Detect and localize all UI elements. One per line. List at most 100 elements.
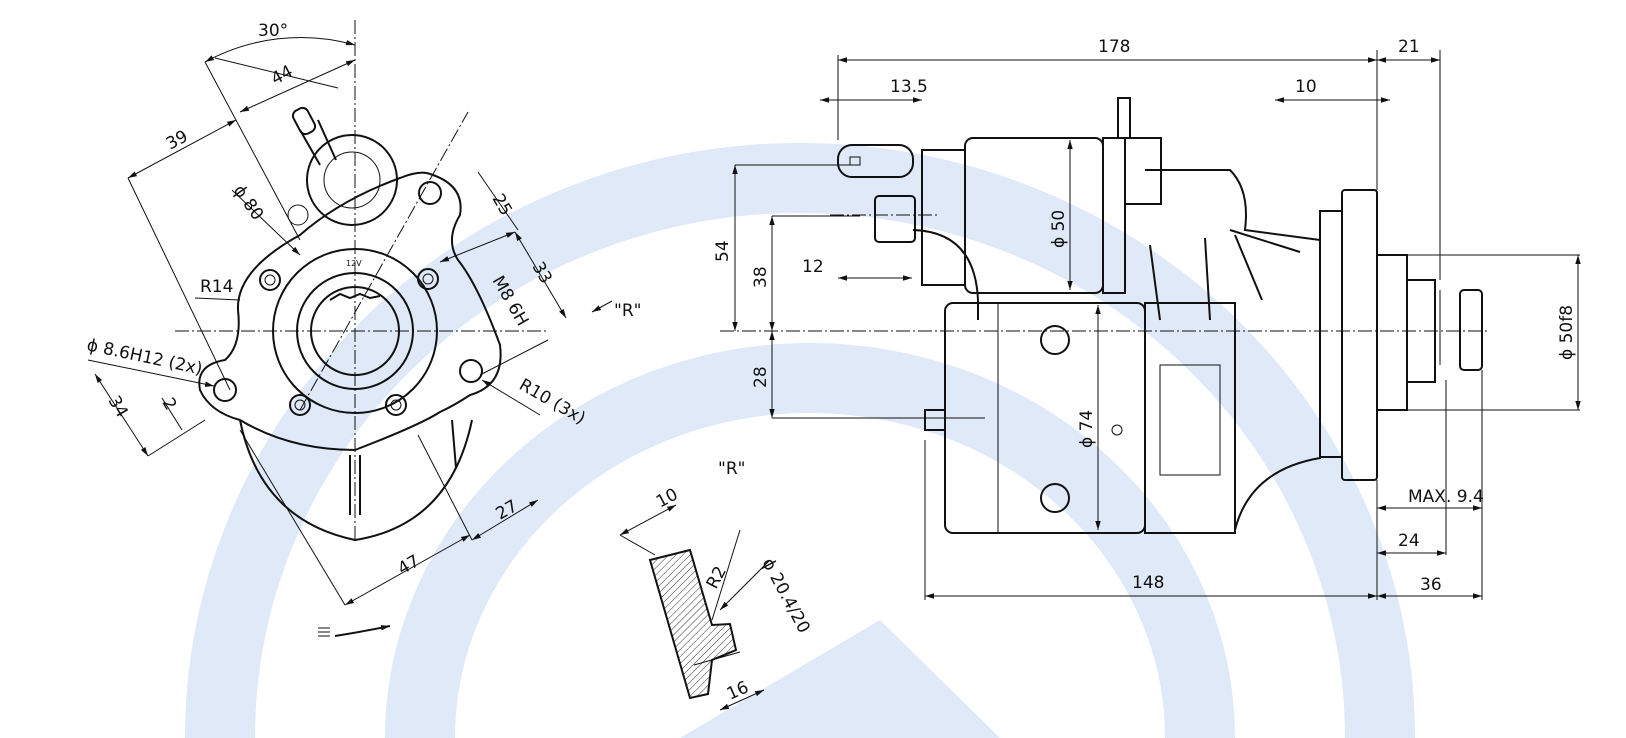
terminal-stud [1117, 97, 1131, 139]
dim-max94: MAX. 9.4 [1408, 487, 1484, 507]
angled-centerline [299, 111, 469, 411]
extension-line [417, 434, 473, 541]
mounting-flange [198, 171, 502, 452]
drive-housing [1145, 169, 1321, 531]
housing-rib [1234, 234, 1263, 301]
bolt-hole-inner [422, 273, 434, 285]
motor-terminal [924, 409, 946, 431]
bolt-hole [385, 394, 407, 416]
screw-icon [1040, 325, 1070, 355]
dim-line-27 [471, 499, 539, 541]
terminal-post [291, 106, 317, 136]
dim-line-2 [161, 397, 183, 431]
housing-rib [1229, 229, 1301, 253]
dim-10: 10 [1295, 77, 1317, 97]
solenoid-body [306, 134, 398, 226]
front-view-dimensions [87, 37, 567, 606]
terminal-nut [874, 195, 916, 243]
housing-rib [1204, 237, 1211, 321]
solenoid-bracket [921, 149, 966, 286]
dim-44: 44 [268, 62, 296, 90]
terminal-stud [299, 119, 337, 166]
vent-icon [1111, 424, 1123, 436]
pinion-tooth-section [648, 548, 738, 700]
rotation-arrow [334, 625, 391, 637]
bolt-holes [213, 181, 483, 416]
dim-line-44 [239, 59, 356, 113]
dim-28: 28 [751, 366, 771, 388]
extension-line [619, 534, 656, 556]
housing-rib [1149, 244, 1161, 321]
plug-icon [849, 156, 861, 166]
dim-30deg: 30° [258, 21, 288, 41]
dim-r10: R10 (3x) [516, 375, 589, 429]
solenoid-end [1102, 137, 1126, 294]
dim-21: 21 [1398, 37, 1420, 57]
extension-line [477, 171, 519, 231]
pinion-bore [310, 286, 400, 376]
dim-line-47 [344, 534, 471, 606]
section-line [693, 651, 741, 666]
dim-r14: R14 [200, 277, 233, 297]
dim-r-r2: R2 [703, 563, 731, 592]
bolt-hole [289, 394, 311, 416]
connector-plug [837, 144, 914, 178]
mounting-hole [213, 378, 237, 402]
flange-plate [1341, 189, 1378, 481]
watermark-outer-arc [185, 143, 1415, 738]
nose-housing [1376, 254, 1408, 411]
dim-line-30deg [204, 37, 356, 63]
terminal-nut [287, 204, 309, 226]
detail-r-view: "R" 10 R2 ϕ 20.4/20 16 [619, 459, 814, 711]
leader-r10 [481, 379, 541, 416]
extension-line [204, 61, 301, 241]
dim-r-10: 10 [653, 485, 681, 513]
dim-phi50: ϕ 50 [1049, 210, 1069, 248]
flange-hub-ring [296, 272, 414, 390]
pinion-gear [1459, 289, 1483, 371]
voltage-label: 12V [346, 259, 362, 268]
view-r-label: "R" [614, 301, 641, 321]
dim-line-10 [619, 504, 677, 536]
dim-line-16 [719, 689, 765, 711]
mounting-flange-side [1319, 210, 1343, 458]
bolt-hole [259, 269, 281, 291]
bolt-hole-inner [390, 399, 402, 411]
bolt-hole-inner [294, 399, 306, 411]
side-view: 178 21 13.5 10 54 38 12 28 ϕ 50 ϕ 74 ϕ 5… [713, 37, 1581, 600]
dim-13-5: 13.5 [890, 77, 928, 97]
dim-2: 2 [158, 395, 181, 414]
dim-39: 39 [163, 127, 191, 155]
dim-phi50f8: ϕ 50f8 [1557, 305, 1577, 360]
extension-line [239, 429, 346, 606]
extension-line [127, 177, 231, 391]
dim-38: 38 [751, 266, 771, 288]
mounting-hole [459, 359, 483, 383]
screw-icon [1040, 483, 1070, 513]
dim-34: 34 [104, 393, 132, 422]
leader-r2 [711, 529, 741, 621]
dim-line-33 [514, 231, 567, 319]
pinion-shaft [1406, 279, 1436, 383]
mounting-hole [418, 181, 442, 205]
bolt-hole-inner [264, 274, 276, 286]
leader-r14 [194, 297, 241, 301]
solenoid-cap [323, 151, 381, 209]
flange-hub-outer [272, 248, 438, 414]
leader-hole [87, 359, 215, 387]
detail-r-title: "R" [718, 459, 745, 479]
dim-24: 24 [1398, 531, 1420, 551]
housing-edge [451, 419, 457, 469]
dim-line-34 [94, 373, 149, 457]
bolt-hole [417, 268, 439, 290]
view-r-arrow [591, 300, 613, 313]
dim-54: 54 [713, 240, 733, 262]
dim-line-39 [127, 119, 237, 179]
brush-cover [1159, 364, 1221, 476]
extension-line [147, 419, 206, 457]
pinion-teeth [329, 292, 381, 301]
dim-148: 148 [1132, 573, 1164, 593]
side-view-dimensions [732, 50, 1581, 600]
dim-36: 36 [1420, 575, 1442, 595]
